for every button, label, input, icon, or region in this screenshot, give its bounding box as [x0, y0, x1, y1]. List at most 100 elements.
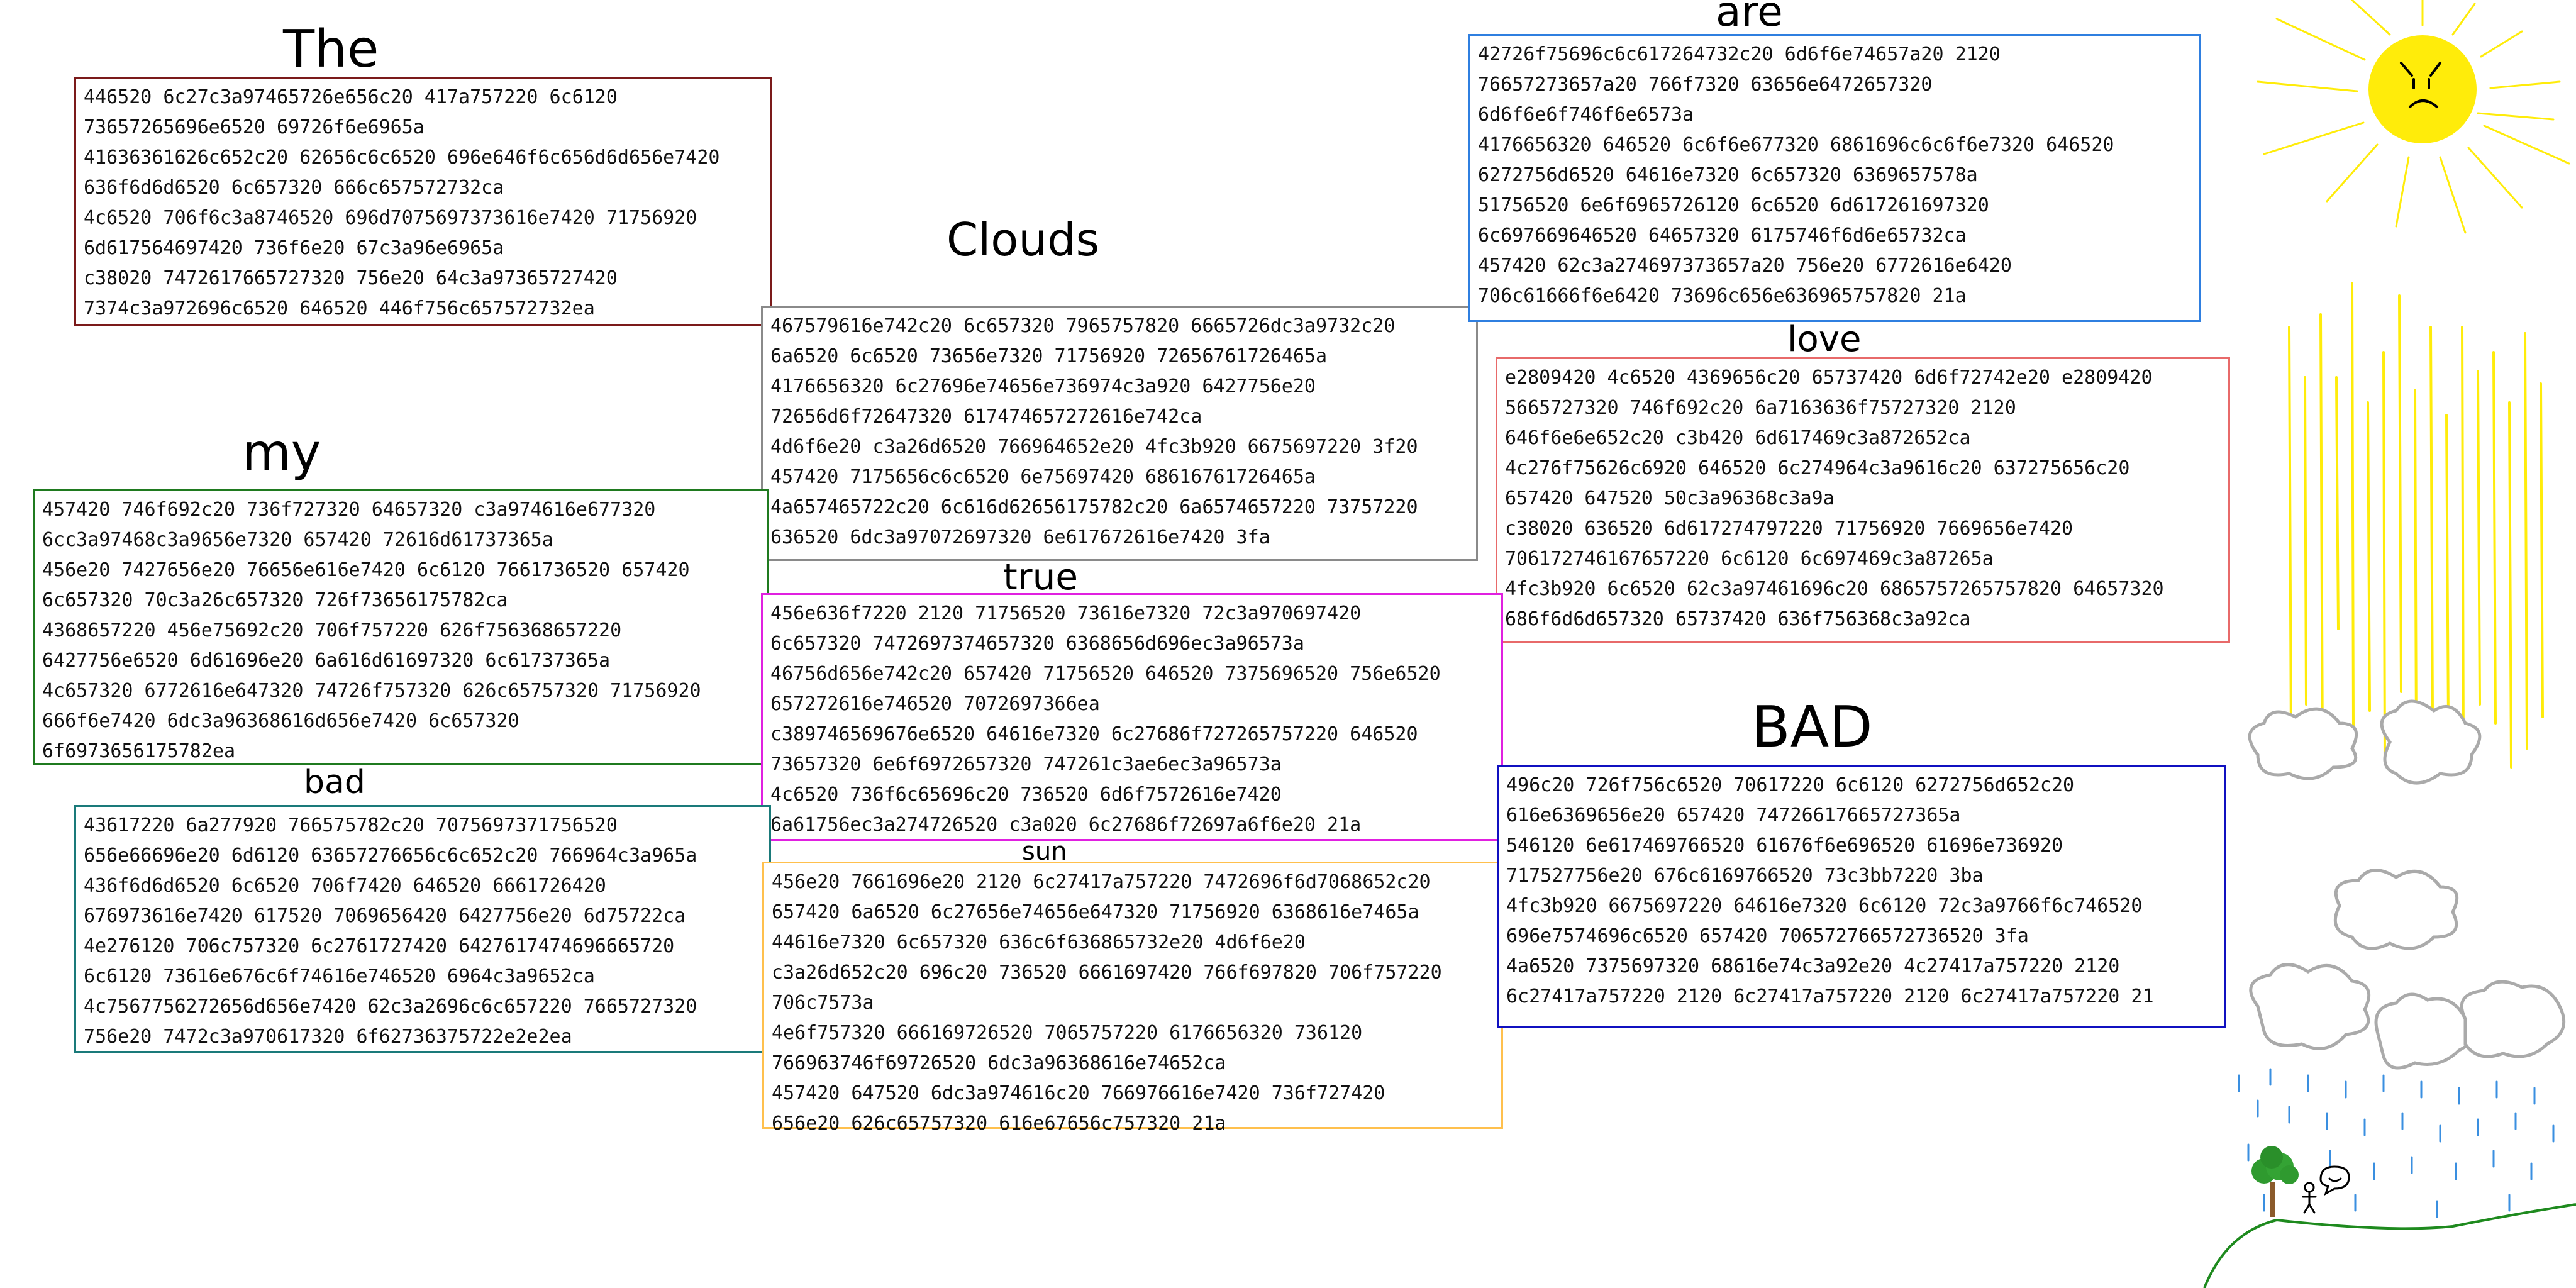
block-line: 636f6d6d6520 6c657320 666c657572732ca — [84, 177, 504, 199]
title-love: love — [1787, 319, 1862, 360]
block-line: 43617220 6a277920 766575782c20 707569737… — [84, 814, 618, 836]
block-line: 656e20 626c65757320 616e67656c757320 21a — [772, 1113, 1226, 1135]
block-line: 696e7574696c6520 657420 7065727665727365… — [1506, 925, 2029, 947]
block-line: 616e6369656e20 657420 74726617665727365a — [1506, 804, 1961, 826]
block-line: 4fc3b920 6675697220 64616e7320 6c6120 72… — [1506, 895, 2143, 917]
block-line: 6c657320 70c3a26c657320 726f73656175782c… — [42, 589, 508, 611]
block-line: 4176656320 646520 6c6f6e677320 6861696c6… — [1478, 134, 2114, 156]
block-line: 4176656320 6c27696e74656e736974c3a920 64… — [770, 375, 1316, 397]
block-line: c3a26d652c20 696c20 736520 6661697420 76… — [772, 962, 1442, 984]
block-line: 666f6e7420 6dc3a96368616d656e7420 6c6573… — [42, 710, 519, 732]
block-line: 6c6120 73616e676c6f74616e746520 6964c3a9… — [84, 965, 595, 987]
sun-disc — [2368, 35, 2477, 143]
block-line: 657420 6a6520 6c27656e74656e647320 71756… — [772, 901, 1419, 923]
block-line: 4c6520 706f6c3a8746520 696d7075697373616… — [84, 207, 697, 229]
block-line: 4a657465722c20 6c616d62656175782c20 6a65… — [770, 496, 1418, 518]
block-line: 4e276120 706c757320 6c2761727420 6427617… — [84, 935, 675, 957]
block-line: c389746569676e6520 64616e7320 6c27686f72… — [770, 723, 1418, 745]
block-line: 6d6f6e6f746f6e6573a — [1478, 104, 1694, 126]
block-line: 436f6d6d6520 6c6520 706f7420 646520 6661… — [84, 875, 606, 897]
block-line: 457420 7175656c6c6520 6e75697420 6861676… — [770, 466, 1316, 488]
title-sun: sun — [1022, 837, 1067, 866]
block-line: 496c20 726f756c6520 70617220 6c6120 6272… — [1506, 774, 2075, 796]
hill-line — [2203, 1203, 2576, 1288]
block-line: 4c7567756272656d656e7420 62c3a2696c6c657… — [84, 996, 697, 1018]
block-line: 46756d656e742c20 657420 71756520 646520 … — [770, 663, 1441, 685]
block-line: 6272756d6520 64616e7320 6c657320 6369657… — [1478, 164, 1978, 186]
title-are: are — [1716, 0, 1783, 36]
block-line: 766963746f69726520 6dc3a96368616e74652ca — [772, 1052, 1226, 1074]
block-line: 706172746167657220 6c6120 6c697469c3a872… — [1505, 548, 1994, 570]
sunbeam-streaks — [2288, 282, 2544, 769]
block-line: 546120 6e617469766520 61676f6e696520 616… — [1506, 835, 2063, 857]
block-line: 756e20 7472c3a970617320 6f62736375722e2e… — [84, 1026, 572, 1048]
block-line: 42726f75696c6c617264732c20 6d6f6e74657a2… — [1478, 43, 2001, 65]
block-love: e2809420 4c6520 4369656c20 65737420 6d6f… — [1496, 357, 2230, 643]
block-line: 706c7573a — [772, 992, 874, 1014]
block-line: 41636361626c652c20 62656c6c6520 696e646f… — [84, 147, 720, 169]
block-line: 717527756e20 676c6169766520 73c3bb7220 3… — [1506, 865, 1984, 887]
block-line: 4a6520 7375697320 68616e74c3a92e20 4c274… — [1506, 955, 2120, 977]
block-line: 4368657220 456e75692c20 706f757220 626f7… — [42, 619, 622, 641]
block-line: 6c697669646520 64657320 6175746f6d6e6573… — [1478, 225, 1967, 247]
block-clouds: 467579616e742c20 6c657320 7965757820 666… — [761, 306, 1478, 561]
block-line: 6c657320 7472697374657320 6368656d696ec3… — [770, 633, 1304, 655]
block-line: 6427756e6520 6d61696e20 6a616d61697320 6… — [42, 650, 611, 672]
block-line: e2809420 4c6520 4369656c20 65737420 6d6f… — [1505, 367, 2153, 389]
stick-figure — [2302, 1165, 2350, 1214]
block-line: 457420 746f692c20 736f727320 64657320 c3… — [42, 499, 656, 521]
title-true: true — [1003, 555, 1079, 598]
block-line: 6a61756ec3a274726520 c3a020 6c27686f7269… — [770, 814, 1362, 836]
block-line: 4d6f6e20 c3a26d6520 766964652e20 4fc3b92… — [770, 436, 1418, 458]
block-line: 676973616e7420 617520 7069656420 6427756… — [84, 905, 686, 927]
block-bad-caps: 496c20 726f756c6520 70617220 6c6120 6272… — [1497, 765, 2226, 1028]
block-line: 456e20 7661696e20 2120 6c27417a757220 74… — [772, 871, 1431, 893]
tree-drawing — [2251, 1146, 2299, 1217]
block-line: 456e636f7220 2120 71756520 73616e7320 72… — [770, 602, 1362, 625]
title-bad: bad — [304, 763, 365, 801]
block-line: 51756520 6e6f6965726120 6c6520 6d6172616… — [1478, 194, 1989, 216]
block-line: 4e6f757320 666169726520 7065757220 61766… — [772, 1022, 1363, 1044]
title-clouds: Clouds — [947, 213, 1100, 266]
block-line: 657420 647520 50c3a96368c3a9a — [1505, 487, 1835, 509]
block-line: c38020 636520 6d617274797220 71756920 76… — [1505, 518, 2074, 540]
block-the: 446520 6c27c3a97465726e656c20 417a757220… — [74, 77, 772, 326]
block-line: 6cc3a97468c3a9656e7320 657420 72616d6173… — [42, 529, 553, 551]
block-line: 44616e7320 6c657320 636c6f636865732e20 4… — [772, 931, 1306, 953]
block-line: 646f6e6e652c20 c3b420 6d617469c3a872652c… — [1505, 427, 1971, 449]
block-line: c38020 7472617665727320 756e20 64c3a9736… — [84, 267, 618, 289]
block-are: 42726f75696c6c617264732c20 6d6f6e74657a2… — [1468, 34, 2201, 322]
clouds-drawing — [2248, 699, 2566, 1070]
block-sun: 456e20 7661696e20 2120 6c27417a757220 74… — [762, 862, 1503, 1135]
block-line: 457420 62c3a274697373657a20 756e20 67726… — [1478, 255, 2012, 277]
block-my: 457420 746f692c20 736f727320 64657320 c3… — [33, 489, 769, 765]
block-line: 467579616e742c20 6c657320 7965757820 666… — [770, 315, 1396, 337]
block-line: 6c27417a757220 2120 6c27417a757220 2120 … — [1506, 985, 2154, 1008]
block-line: 457420 647520 6dc3a974616c20 766976616e7… — [772, 1082, 1385, 1104]
block-line: 6d617564697420 736f6e20 67c3a96e6965a — [84, 237, 504, 259]
sun-drawing — [2257, 0, 2570, 234]
block-line: 706c61666f6e6420 73696c656e636965757820 … — [1478, 285, 1967, 307]
block-bad: 43617220 6a277920 766575782c20 707569737… — [74, 805, 771, 1053]
rain-drops — [2238, 1068, 2555, 1218]
block-line: 456e20 7427656e20 76656e616e7420 6c6120 … — [42, 559, 690, 581]
block-line: 657272616e746520 7072697366ea — [770, 693, 1100, 715]
block-line: 4c6520 736f6c65696c20 736520 6d6f7572616… — [770, 784, 1282, 806]
block-line: 656e66696e20 6d6120 63657276656c6c652c20… — [84, 845, 697, 867]
block-line: 6f6973656175782ea — [42, 740, 236, 762]
block-true: 456e636f7220 2120 71756520 73616e7320 72… — [761, 593, 1503, 841]
block-line: 4c276f75626c6920 646520 6c274964c3a9616c… — [1505, 457, 2130, 479]
block-line: 4fc3b920 6c6520 62c3a97461696c20 6865757… — [1505, 578, 2164, 600]
title-my: my — [242, 423, 321, 482]
sun-rays — [2257, 0, 2570, 234]
block-line: 72656d6f72647320 617474657272616e742ca — [770, 406, 1202, 428]
sun-face — [2400, 62, 2441, 108]
title-bad-caps: BAD — [1752, 694, 1873, 760]
block-line: 446520 6c27c3a97465726e656c20 417a757220… — [84, 86, 618, 108]
block-line: 73657320 6e6f6972657320 747261c3ae6ec3a9… — [770, 753, 1282, 775]
block-line: 7374c3a972696c6520 646520 446f756c657572… — [84, 297, 595, 319]
block-line: 73657265696e6520 69726f6e6965a — [84, 116, 425, 138]
block-line: 636520 6dc3a97072697320 6e617672616e7420… — [770, 526, 1270, 548]
block-line: 6a6520 6c6520 73656e7320 71756920 726567… — [770, 345, 1328, 367]
